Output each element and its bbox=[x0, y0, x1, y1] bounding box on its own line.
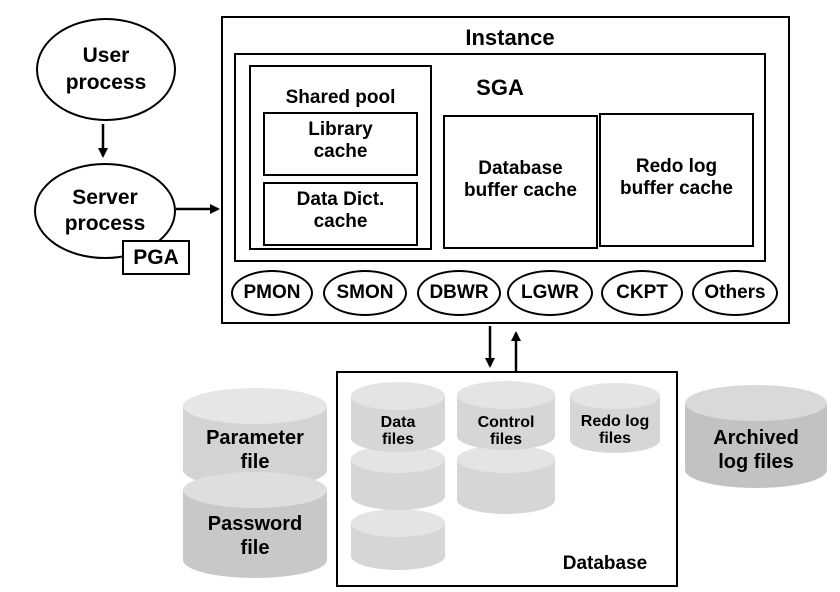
instance-title: Instance bbox=[465, 25, 555, 50]
sga-title: SGA bbox=[476, 75, 524, 100]
server-process-line2: process bbox=[64, 212, 146, 235]
control-files-cylinder bbox=[457, 381, 555, 514]
user-process-line1: User bbox=[82, 44, 130, 68]
bg-process-label: Others bbox=[704, 282, 766, 303]
redo-log-files-line1: Redo log bbox=[580, 413, 650, 430]
data-files-label: Data files bbox=[351, 414, 445, 449]
password-file-cylinder bbox=[183, 472, 327, 578]
password-file-line2: file bbox=[240, 536, 270, 559]
pga-box: PGA bbox=[122, 240, 190, 275]
password-file-label: Password file bbox=[183, 513, 327, 560]
redo-log-files-line2: files bbox=[598, 429, 631, 447]
database-buffer-cache-line1: Database bbox=[478, 158, 563, 179]
data-files-line1: Data bbox=[380, 414, 416, 431]
redo-log-buffer-cache-box bbox=[599, 113, 754, 247]
database-box bbox=[336, 371, 678, 587]
data-files-cylinder bbox=[351, 382, 445, 570]
bg-process-others: Others bbox=[692, 270, 778, 316]
control-files-label: Control files bbox=[457, 414, 555, 449]
library-cache-line2: cache bbox=[313, 141, 368, 163]
archived-log-files-line1: Archived bbox=[713, 427, 799, 449]
shared-pool-title: Shared pool bbox=[285, 87, 396, 108]
archived-log-files-cylinder bbox=[685, 385, 827, 488]
database-buffer-cache-label: Database buffer cache bbox=[443, 158, 598, 203]
bg-process-label: SMON bbox=[336, 282, 394, 303]
database-buffer-cache-box bbox=[443, 115, 598, 249]
archived-log-files-line2: log files bbox=[718, 450, 794, 473]
bg-process-pmon: PMON bbox=[231, 270, 313, 316]
parameter-file-label: Parameter file bbox=[183, 427, 327, 474]
library-cache-label: Library cache bbox=[263, 119, 418, 164]
user-process: User process bbox=[36, 18, 176, 121]
bg-process-smon: SMON bbox=[323, 270, 407, 316]
server-process-line1: Server bbox=[72, 185, 138, 209]
bg-process-dbwr: DBWR bbox=[417, 270, 501, 316]
parameter-file-cylinder bbox=[183, 388, 327, 488]
control-files-line2: files bbox=[489, 430, 522, 448]
parameter-file-line1: Parameter bbox=[206, 427, 304, 449]
data-dict-cache-line1: Data Dict. bbox=[296, 189, 385, 210]
library-cache-line1: Library bbox=[308, 119, 373, 140]
data-dict-cache-line2: cache bbox=[313, 211, 368, 233]
bg-process-ckpt: CKPT bbox=[601, 270, 683, 316]
control-files-line1: Control bbox=[477, 414, 535, 431]
user-process-line2: process bbox=[65, 70, 147, 94]
bg-process-label: CKPT bbox=[616, 282, 668, 303]
data-dict-cache-box bbox=[263, 182, 418, 246]
bg-process-label: PMON bbox=[243, 282, 301, 303]
database-title: Database bbox=[562, 553, 648, 574]
database-buffer-cache-line2: buffer cache bbox=[464, 180, 577, 202]
redo-log-buffer-cache-line2: buffer cache bbox=[620, 178, 733, 200]
data-dict-cache-label: Data Dict. cache bbox=[263, 189, 418, 234]
redo-log-files-cylinder bbox=[570, 383, 660, 453]
archived-log-files-label: Archived log files bbox=[685, 427, 827, 474]
bg-process-lgwr: LGWR bbox=[507, 270, 593, 316]
library-cache-box bbox=[263, 112, 418, 176]
password-file-line1: Password bbox=[207, 513, 303, 535]
redo-log-buffer-cache-label: Redo log buffer cache bbox=[599, 156, 754, 201]
bg-process-label: DBWR bbox=[429, 282, 489, 303]
bg-process-label: LGWR bbox=[520, 282, 580, 303]
redo-log-files-label: Redo log files bbox=[568, 413, 662, 448]
redo-log-buffer-cache-line1: Redo log bbox=[635, 156, 718, 177]
data-files-line2: files bbox=[381, 430, 414, 448]
pga-label: PGA bbox=[133, 245, 179, 269]
parameter-file-line2: file bbox=[240, 450, 270, 473]
